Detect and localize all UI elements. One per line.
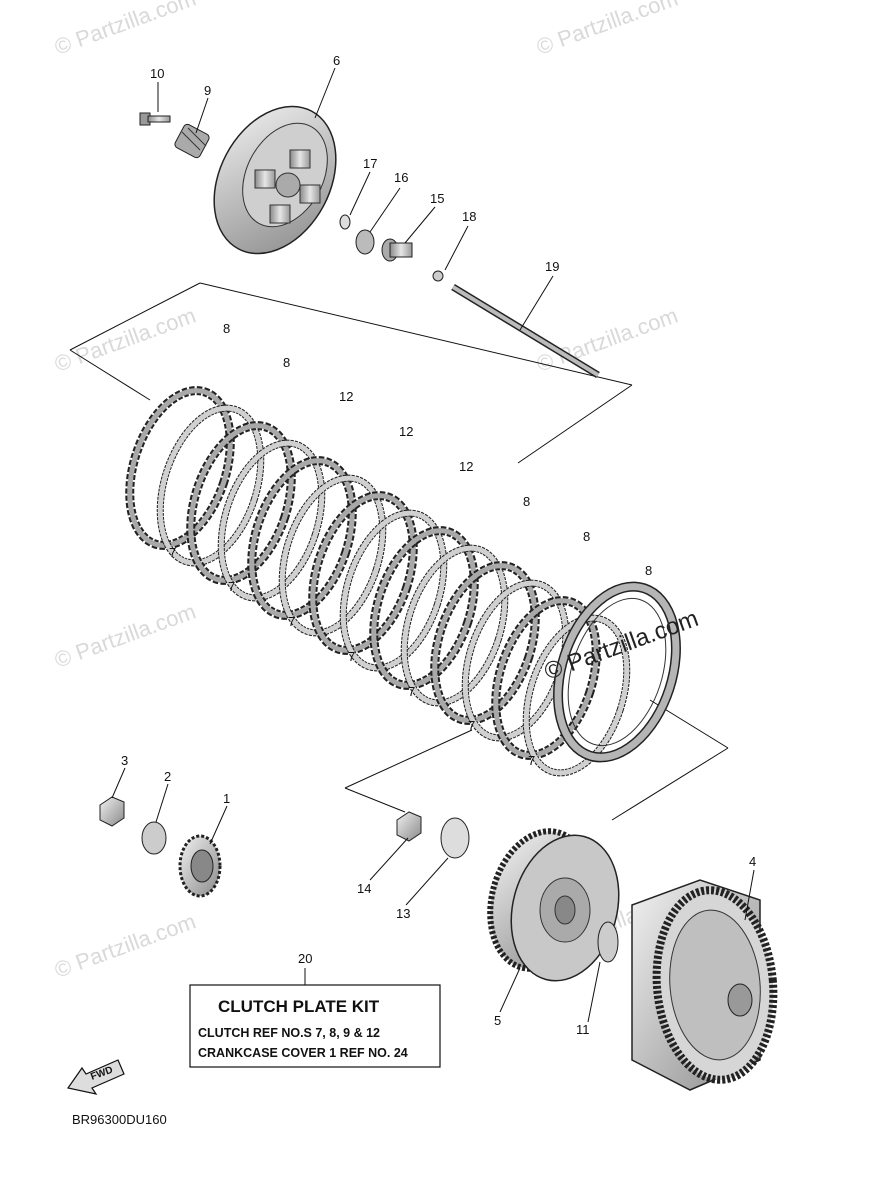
push-rod-19: [451, 284, 600, 378]
callout-8: 8: [583, 529, 590, 544]
watermark-text: © Partzilla.com: [51, 0, 199, 60]
clutch-plate-face: [127, 388, 233, 548]
callout-5: 5: [494, 1013, 501, 1028]
kit-box-ref: 20: [298, 951, 312, 966]
callout-8: 8: [523, 494, 530, 509]
clutch-boss-5: [487, 828, 620, 982]
kit-box-line-1: CLUTCH REF NO.S 7, 8, 9 & 12: [198, 1026, 380, 1040]
callout-2: 2: [164, 769, 171, 784]
callout-7: 7: [288, 614, 295, 629]
callout-labels: 10 9 6 17 16 15 18 19 8 8 12 12 12 8 8 8…: [121, 53, 756, 1037]
ball-18: [432, 270, 444, 282]
callout-3: 3: [121, 753, 128, 768]
clutch-plate-front: [553, 581, 681, 763]
callout-12: 12: [339, 389, 353, 404]
clutch-plate-kit-box: 20 CLUTCH PLATE KIT CLUTCH REF NO.S 7, 8…: [189, 951, 441, 1068]
callout-7: 7: [528, 753, 535, 768]
clutch-plate-face: [310, 493, 416, 653]
clutch-plate-face: [249, 458, 355, 618]
assembly-frame-upper: [69, 282, 633, 464]
watermark-text: © Partzilla.com: [51, 303, 199, 377]
lock-washer-13: [440, 817, 470, 859]
callout-18: 18: [462, 209, 476, 224]
callout-8: 8: [645, 563, 652, 578]
callout-8: 8: [223, 321, 230, 336]
clutch-plate-face: [157, 405, 264, 566]
callout-19: 19: [545, 259, 559, 274]
clutch-plate-face: [432, 563, 538, 723]
forward-arrow-icon: FWD: [66, 1059, 125, 1095]
callout-4: 4: [749, 854, 756, 869]
watermark-text: © Partzilla.com: [533, 0, 681, 60]
diagram-code: BR96300DU160: [72, 1112, 167, 1127]
callout-16: 16: [394, 170, 408, 185]
kit-box-line-2: CRANKCASE COVER 1 REF NO. 24: [198, 1046, 408, 1060]
pressure-plate: [213, 105, 337, 255]
clutch-plate-face: [218, 440, 325, 601]
leader-lines: [111, 67, 755, 1023]
washer-17: [339, 214, 351, 230]
callout-8: 8: [283, 355, 290, 370]
callout-9: 9: [204, 83, 211, 98]
clutch-plate-face: [371, 528, 477, 688]
callout-13: 13: [396, 906, 410, 921]
callout-10: 10: [150, 66, 164, 81]
callout-7: 7: [408, 684, 415, 699]
callout-7: 7: [169, 545, 176, 560]
callout-15: 15: [430, 191, 444, 206]
callout-14: 14: [357, 881, 371, 896]
gear-1: [178, 834, 222, 898]
callout-1: 1: [223, 791, 230, 806]
callout-7: 7: [348, 649, 355, 664]
nut-14: [396, 811, 422, 842]
clutch-plate-face: [523, 615, 630, 776]
callout-12: 12: [399, 424, 413, 439]
callout-6: 6: [333, 53, 340, 68]
clutch-plate-face: [279, 475, 386, 636]
clutch-plate-stack: [125, 386, 631, 777]
nut-3: [99, 796, 125, 827]
callout-7: 7: [228, 579, 235, 594]
bolt-10: [139, 112, 171, 126]
watermark-text: © Partzilla.com: [533, 303, 681, 377]
callout-11: 11: [576, 1022, 590, 1037]
push-rod-15: [381, 238, 413, 262]
spring-9: [174, 123, 210, 159]
watermark-text: © Partzilla.com: [51, 909, 199, 983]
clutch-plate-face: [401, 545, 508, 706]
kit-box-title: CLUTCH PLATE KIT: [218, 997, 380, 1016]
washer-2: [141, 821, 167, 855]
callout-7: 7: [468, 718, 475, 733]
callout-17: 17: [363, 156, 377, 171]
clutch-plate-face: [340, 510, 447, 671]
callout-12: 12: [459, 459, 473, 474]
clutch-housing-4: [631, 879, 778, 1091]
clutch-plate-face: [493, 598, 599, 758]
watermark-text: © Partzilla.com: [51, 599, 199, 673]
thrust-washer-11: [597, 921, 619, 963]
washer-16: [355, 229, 375, 255]
clutch-plate-face: [188, 423, 294, 583]
